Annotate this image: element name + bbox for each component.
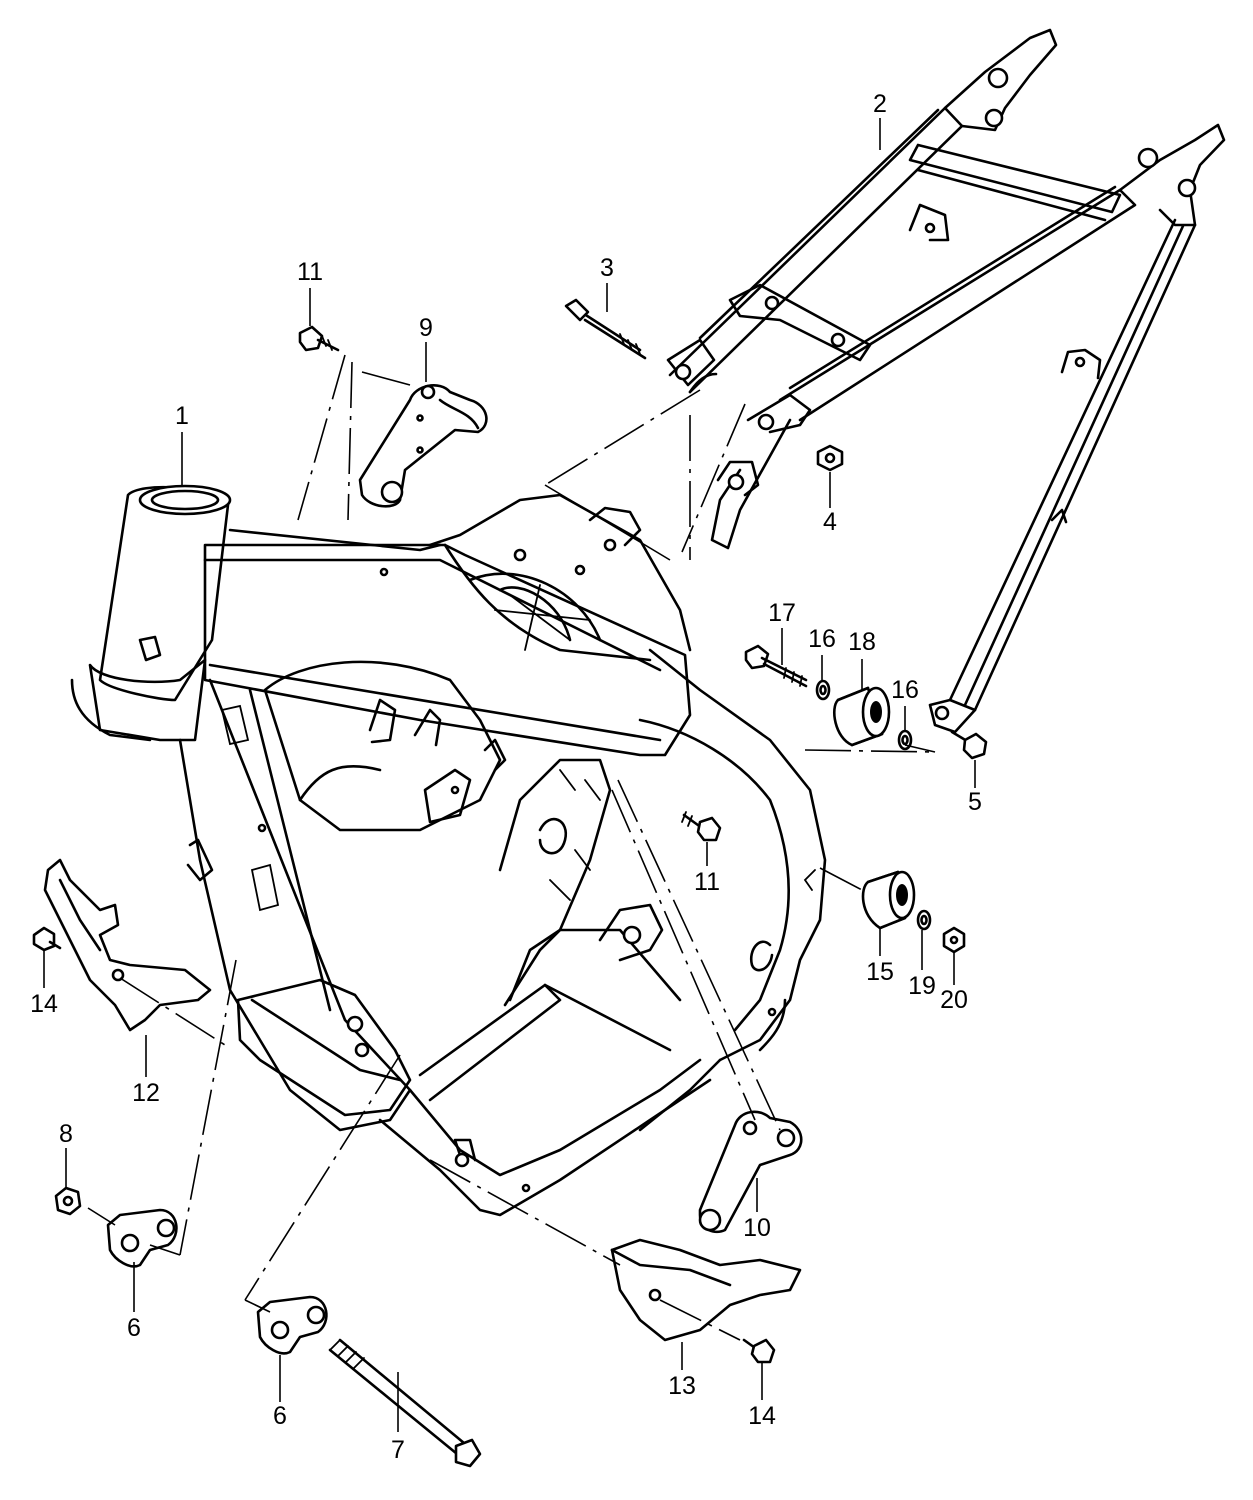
callout-1: 1 <box>175 402 189 430</box>
leader-lines <box>43 118 976 1432</box>
callout-2: 2 <box>873 90 887 118</box>
bolt-17[interactable] <box>744 644 808 688</box>
left-frame-guard[interactable] <box>43 858 212 1032</box>
callout-labels: 1 2 3 4 5 6 6 7 8 9 10 11 11 12 13 14 14… <box>30 90 982 1464</box>
callout-7: 7 <box>391 1436 405 1464</box>
bolt-7[interactable] <box>328 1338 482 1468</box>
bolt-14-left[interactable] <box>32 926 62 952</box>
washer-19[interactable] <box>916 909 932 931</box>
callout-6b: 6 <box>273 1402 287 1430</box>
callout-18: 18 <box>848 628 876 656</box>
assembly-lines <box>87 354 936 1341</box>
callout-15: 15 <box>866 958 894 986</box>
nut-4[interactable] <box>816 444 844 472</box>
bolt-11-lower[interactable] <box>681 811 722 842</box>
callout-14a: 14 <box>30 990 58 1018</box>
callout-13: 13 <box>668 1372 696 1400</box>
callout-9: 9 <box>419 314 433 342</box>
engine-mount-plate-left[interactable] <box>106 1208 178 1268</box>
bushing-15[interactable] <box>861 870 916 930</box>
main-frame[interactable] <box>70 484 827 1217</box>
washer-16-right[interactable] <box>897 729 913 751</box>
callout-6a: 6 <box>127 1314 141 1342</box>
callout-3: 3 <box>600 254 614 282</box>
rear-subframe[interactable] <box>666 28 1226 734</box>
bolt-3[interactable] <box>564 298 647 360</box>
callout-12: 12 <box>132 1079 160 1107</box>
lower-engine-bracket[interactable] <box>698 1110 803 1234</box>
callout-17: 17 <box>768 599 796 627</box>
bolt-11-upper[interactable] <box>298 325 340 352</box>
bolt-14-right[interactable] <box>742 1338 776 1364</box>
callout-16a: 16 <box>808 625 836 653</box>
washer-16-left[interactable] <box>815 679 831 701</box>
bolt-5[interactable] <box>950 730 988 760</box>
nut-20[interactable] <box>942 926 966 954</box>
callout-10: 10 <box>743 1214 771 1242</box>
bottom-frame-guard[interactable] <box>610 1238 802 1342</box>
callout-11b: 11 <box>694 868 720 896</box>
callout-14b: 14 <box>748 1402 776 1430</box>
callout-19: 19 <box>908 972 936 1000</box>
callout-4: 4 <box>823 508 837 536</box>
bushing-18[interactable] <box>833 686 891 747</box>
upper-engine-bracket[interactable] <box>358 384 488 508</box>
callout-20: 20 <box>940 986 968 1014</box>
nut-8[interactable] <box>54 1186 82 1216</box>
engine-mount-plate-right[interactable] <box>256 1295 328 1355</box>
callout-5: 5 <box>968 788 982 816</box>
callout-16b: 16 <box>891 676 919 704</box>
callout-8: 8 <box>59 1120 73 1148</box>
callout-11a: 11 <box>297 258 323 286</box>
